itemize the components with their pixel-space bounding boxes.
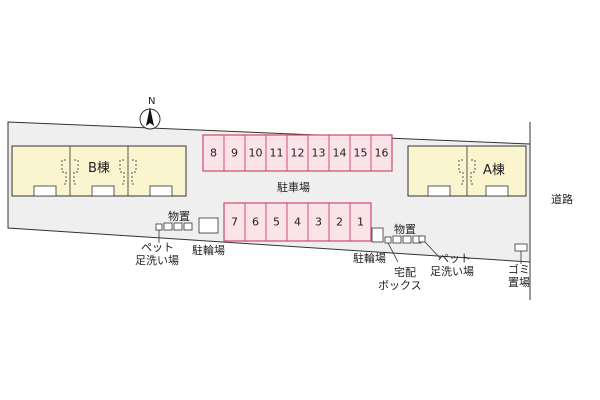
svg-text:宅配: 宅配 xyxy=(394,265,416,279)
garbage-area: ゴミ 置場 xyxy=(508,243,530,289)
svg-text:置場: 置場 xyxy=(508,276,530,289)
road-label: 道路 xyxy=(551,192,573,206)
parking-space-number: 1 xyxy=(357,216,364,229)
parking-space-number: 15 xyxy=(354,147,368,160)
svg-text:足洗い場: 足洗い場 xyxy=(430,265,474,278)
building-a: A棟 xyxy=(407,145,527,197)
parking-space-number: 9 xyxy=(231,147,238,160)
parking-space-number: 10 xyxy=(249,147,263,160)
pet-footwash-right: ペット 足洗い場 xyxy=(418,235,474,278)
parking-space-number: 14 xyxy=(333,147,347,160)
storage-right-label: 物置 xyxy=(394,222,416,236)
parking-row-top: 8 9 10 11 12 13 14 15 16 xyxy=(202,134,393,172)
storage-right: 物置 xyxy=(392,222,422,244)
svg-text:ペット: ペット xyxy=(438,252,471,265)
storage-left: 物置 xyxy=(163,209,193,231)
svg-text:ボックス: ボックス xyxy=(378,279,422,292)
parking-space-number: 2 xyxy=(336,216,343,229)
parking-space xyxy=(349,202,372,242)
north-compass-icon: N xyxy=(139,96,161,130)
parking-space-number: 4 xyxy=(294,216,301,229)
parking-space-number: 7 xyxy=(231,216,238,229)
bike-parking-right-label: 駐輪場 xyxy=(353,251,386,265)
building-b-label: B棟 xyxy=(88,161,110,176)
building-b: B棟 xyxy=(11,145,187,197)
bike-parking-left xyxy=(198,217,219,234)
parking-space-number: 12 xyxy=(291,147,305,160)
building-a-label: A棟 xyxy=(483,163,505,178)
delivery-box: 宅配 ボックス xyxy=(378,236,422,292)
parking-space-number: 5 xyxy=(273,216,280,229)
parking-space-number: 11 xyxy=(270,147,284,160)
bike-parking-left-label: 駐輪場 xyxy=(192,243,225,257)
svg-text:ゴミ: ゴミ xyxy=(508,262,530,276)
parking-space-number: 8 xyxy=(210,147,217,160)
parking-space xyxy=(370,134,393,172)
svg-text:N: N xyxy=(148,96,155,107)
bike-parking-right xyxy=(371,227,384,243)
parking-label: 駐車場 xyxy=(277,180,310,194)
svg-text:足洗い場: 足洗い場 xyxy=(135,254,179,267)
storage-left-label: 物置 xyxy=(168,209,190,223)
pet-footwash-left: ペット 足洗い場 xyxy=(135,223,179,267)
svg-text:ペット: ペット xyxy=(141,241,174,254)
parking-row-bottom: 7 6 5 4 3 2 1 xyxy=(223,202,372,242)
parking-space-number: 6 xyxy=(252,216,259,229)
parking-space-number: 13 xyxy=(312,147,326,160)
parking-space-number: 3 xyxy=(315,216,322,229)
parking-space-number: 16 xyxy=(375,147,389,160)
